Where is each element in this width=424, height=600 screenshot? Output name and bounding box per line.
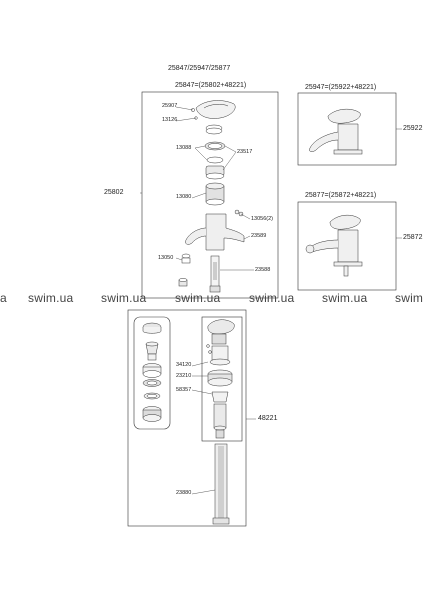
watermark-text: swim.ua: [249, 291, 295, 305]
cartridge-assembly: [206, 319, 235, 439]
part-34120: 34120: [176, 362, 192, 368]
watermark-text: swim: [395, 291, 424, 305]
lower-leaders: [191, 361, 216, 495]
lower-frame: [127, 309, 247, 527]
part-13050: 13050: [158, 255, 174, 261]
part-13088: 13088: [176, 145, 192, 151]
watermark-text: swim.ua: [101, 291, 147, 305]
model-list-label: 25847/25947/25877: [168, 65, 231, 72]
variant-a-ref: 25922: [403, 125, 423, 132]
part-25907: 25907: [162, 103, 178, 109]
main-parts: [178, 100, 245, 293]
watermark-text: swim.ua: [28, 291, 74, 305]
part-23210: 23210: [176, 373, 192, 379]
variant-b-title: 25877=(25872+48221): [305, 192, 377, 199]
part-13080: 13080: [176, 194, 192, 200]
cartridge-frame: [201, 316, 243, 442]
part-23588: 23588: [255, 267, 271, 273]
part-13126: 13126: [162, 117, 178, 123]
aerator-frame: [133, 316, 171, 430]
part-58357: 58357: [176, 387, 192, 393]
variant-a-title: 25947=(25922+48221): [305, 84, 377, 91]
lower-box-ref: 48221: [258, 415, 278, 422]
part-23880: 23880: [176, 490, 192, 496]
variant-a-faucet: [309, 108, 363, 155]
watermark-text: swim.ua: [322, 291, 368, 305]
watermark-text: a: [0, 291, 7, 305]
main-frame: [141, 91, 279, 299]
aerator-stack: [142, 322, 162, 422]
variant-b-faucet: [305, 214, 363, 277]
flexible-hose: [212, 443, 230, 525]
variant-b-frame: [297, 201, 397, 291]
part-23589: 23589: [251, 233, 267, 239]
main-box-title: 25847=(25802+48221): [175, 82, 247, 89]
main-leaders: [140, 106, 402, 420]
watermark-text: swim.ua: [175, 291, 221, 305]
part-13056: 13056(2): [251, 216, 274, 222]
variant-b-ref: 25872: [403, 234, 423, 241]
part-23517: 23517: [237, 149, 253, 155]
main-side-ref: 25802: [104, 189, 124, 196]
